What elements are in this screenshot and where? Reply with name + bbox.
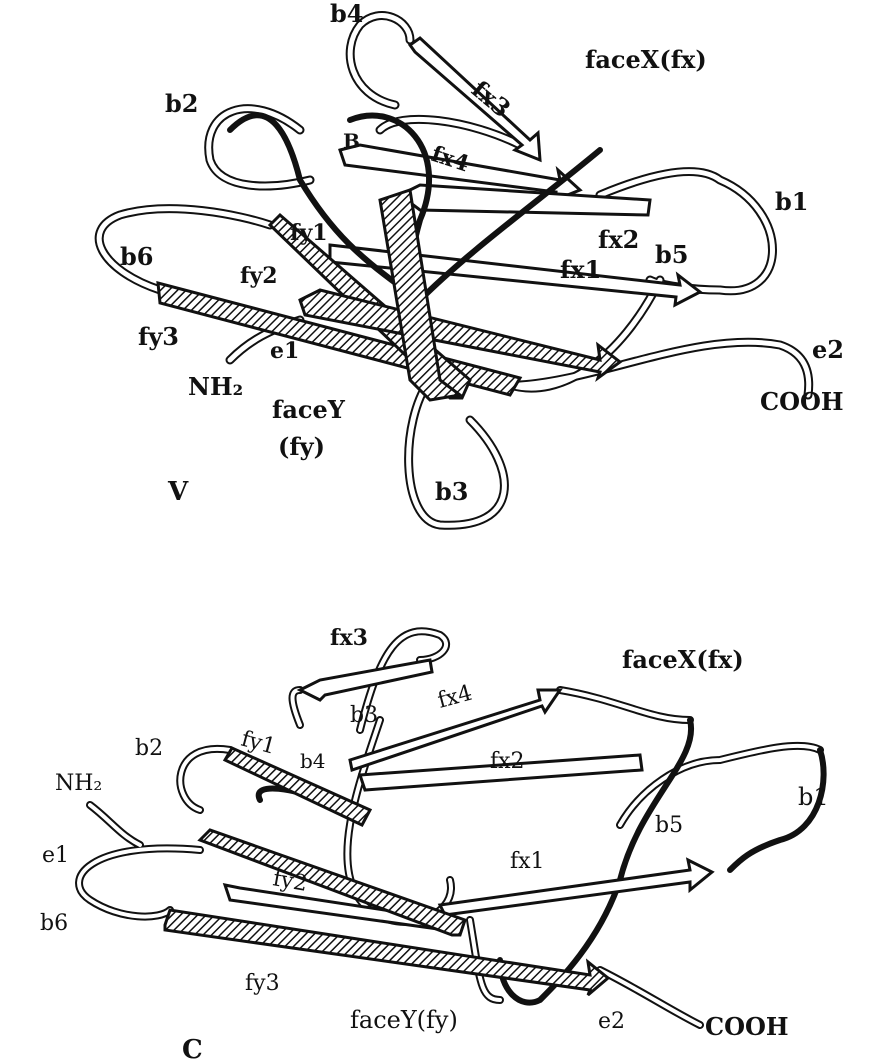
- label-b2: b2: [135, 736, 163, 761]
- label-fx3: fx3: [330, 625, 368, 651]
- label-b1: b1: [798, 783, 829, 811]
- label-cooh: COOH: [760, 387, 844, 416]
- label-b3: b3: [350, 703, 378, 728]
- label-e2: e2: [812, 335, 844, 364]
- label-cooh: COOH: [705, 1012, 789, 1041]
- label-facex: faceX(fx): [585, 45, 707, 74]
- panel-label-c: C: [182, 1035, 203, 1061]
- strand-fy1: [222, 746, 373, 827]
- label-b: B: [343, 129, 360, 153]
- label-facey: faceY(fy): [350, 1006, 458, 1034]
- label-fx2: fx2: [598, 225, 639, 254]
- label-fx1: fx1: [510, 849, 545, 874]
- label-fy: (fy): [278, 432, 325, 461]
- label-b3: b3: [435, 477, 468, 506]
- label-b5: b5: [655, 240, 688, 269]
- facey-strands-v: [156, 188, 623, 402]
- label-fy3: fy3: [138, 322, 179, 351]
- label-fx3: fx3: [466, 74, 516, 123]
- label-e2: e2: [598, 1009, 625, 1034]
- label-fy2: fy2: [240, 263, 278, 289]
- strand-fy2: [197, 828, 467, 937]
- label-fx2: fx2: [490, 749, 525, 774]
- panel-c: [75, 627, 827, 1029]
- label-nh2: NH₂: [188, 372, 243, 401]
- label-e1: e1: [42, 843, 69, 868]
- strand-fx3: [407, 36, 542, 163]
- label-fy1: fy1: [290, 220, 328, 246]
- strand-fx2: [397, 183, 652, 217]
- label-b4: b4: [300, 749, 326, 773]
- label-facey: faceY: [272, 395, 346, 424]
- label-b4: b4: [330, 0, 363, 28]
- label-fx1: fx1: [560, 255, 601, 284]
- panel-v-labels: b4 fx3 faceX(fx) b2 B fx4 b1 b6 fy1 fx2 …: [120, 0, 844, 507]
- label-facex: faceX(fx): [622, 645, 744, 674]
- label-e1: e1: [270, 338, 299, 364]
- label-b6: b6: [120, 242, 153, 271]
- facey-strands-c: [163, 746, 611, 997]
- label-b6: b6: [40, 911, 68, 936]
- label-b2: b2: [165, 89, 198, 118]
- facex-strands-v: [328, 36, 703, 308]
- strand-fx4: [348, 688, 563, 772]
- panel-label-v: V: [167, 477, 189, 507]
- label-fy3: fy3: [245, 971, 280, 996]
- label-fx4: fx4: [435, 681, 475, 714]
- strand-center: [378, 188, 464, 402]
- strand-fx1: [437, 857, 715, 917]
- panel-c-labels: fx3 faceX(fx) fx4 b3 b2 fy1 b4 fx2 NH₂ b…: [40, 625, 829, 1061]
- label-b1: b1: [775, 187, 808, 216]
- strand-fx3: [296, 658, 434, 702]
- facex-strands-c: [222, 658, 715, 932]
- strand-fy3: [163, 908, 611, 997]
- label-b5: b5: [655, 813, 683, 838]
- panel-v: [94, 11, 814, 530]
- strand-fx2: [357, 753, 644, 792]
- label-nh2: NH₂: [55, 771, 102, 796]
- label-fy2: fy2: [271, 866, 309, 897]
